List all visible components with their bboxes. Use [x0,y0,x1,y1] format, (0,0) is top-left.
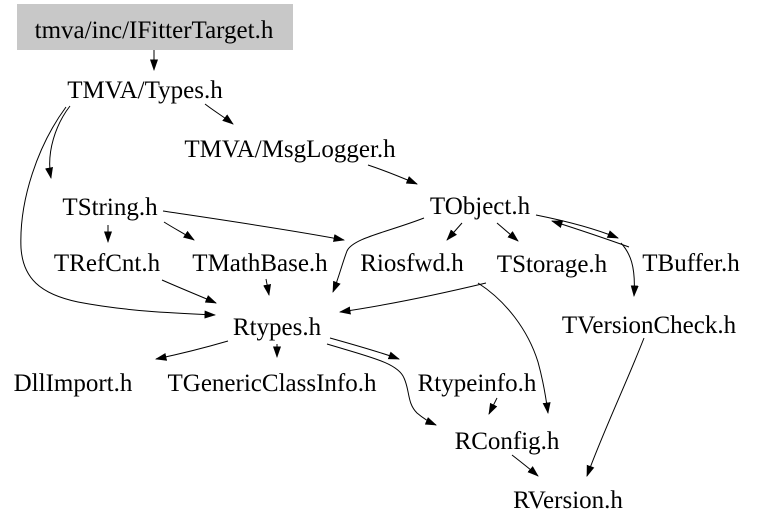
edge-trefcnt-to-rtypes [161,279,217,304]
node-tmathbase[interactable]: TMathBase.h [192,250,328,277]
edge-tstring-to-riosfwd [162,210,345,242]
edge-rtypes-to-rtypeinfo [329,337,400,360]
node-tstorage[interactable]: TStorage.h [497,251,608,278]
node-riosfwd[interactable]: Riosfwd.h [360,250,464,277]
node-rtypeinfo[interactable]: Rtypeinfo.h [418,370,537,397]
edge-rtypeinfo-to-rconfig [488,397,498,415]
node-tversioncheck[interactable]: TVersionCheck.h [562,312,737,339]
edge-tmathbase-to-rtypes [263,278,271,296]
node-trefcnt[interactable]: TRefCnt.h [54,250,161,277]
node-dllimport[interactable]: DllImport.h [14,370,133,397]
edge-tobject-to-rtypes [332,217,425,293]
node-tgenericclassinfo[interactable]: TGenericClassInfo.h [168,370,377,397]
edge-tstring-to-tmathbase [163,221,195,241]
node-rversion[interactable]: RVersion.h [513,487,623,514]
edge-tobject-to-riosfwd [446,222,463,241]
edge-rtypes-to-dllimport [155,340,229,361]
edge-tbuffer-to-tobject [551,220,630,248]
edge-tobject-to-tstorage [496,222,519,242]
edge-group [20,50,645,477]
edge-tobject-to-tbuffer [535,214,619,239]
node-tmva-msglogger[interactable]: TMVA/MsgLogger.h [184,136,396,163]
edge-tmva-msglogger-to-tobject [367,164,418,185]
node-tstring[interactable]: TString.h [62,194,158,221]
node-rtypes[interactable]: Rtypes.h [233,314,322,341]
node-tobject[interactable]: TObject.h [430,193,531,220]
node-group: tmva/inc/IFitterTarget.h TMVA/Types.h TM… [14,17,741,514]
node-tbuffer[interactable]: TBuffer.h [642,250,740,277]
node-tmva-types[interactable]: TMVA/Types.h [67,77,223,104]
edge-riosfwd-to-rconfig [477,282,551,414]
edge-tmva-types-to-rtypes [20,106,216,319]
node-ifittertarget: tmva/inc/IFitterTarget.h [35,17,274,44]
root-node-box [17,4,293,50]
edge-rconfig-to-rversion [511,454,539,477]
edge-tstorage-to-rtypes [339,282,487,315]
edge-tmva-types-to-tstring [45,105,71,179]
edge-tobject-to-tversioncheck [620,242,639,297]
node-rconfig[interactable]: RConfig.h [455,428,560,455]
edge-tmva-types-to-tmva-msglogger [204,103,234,125]
edge-rtypes-to-rconfig [326,343,437,426]
edge-tversioncheck-to-rversion [586,337,645,477]
